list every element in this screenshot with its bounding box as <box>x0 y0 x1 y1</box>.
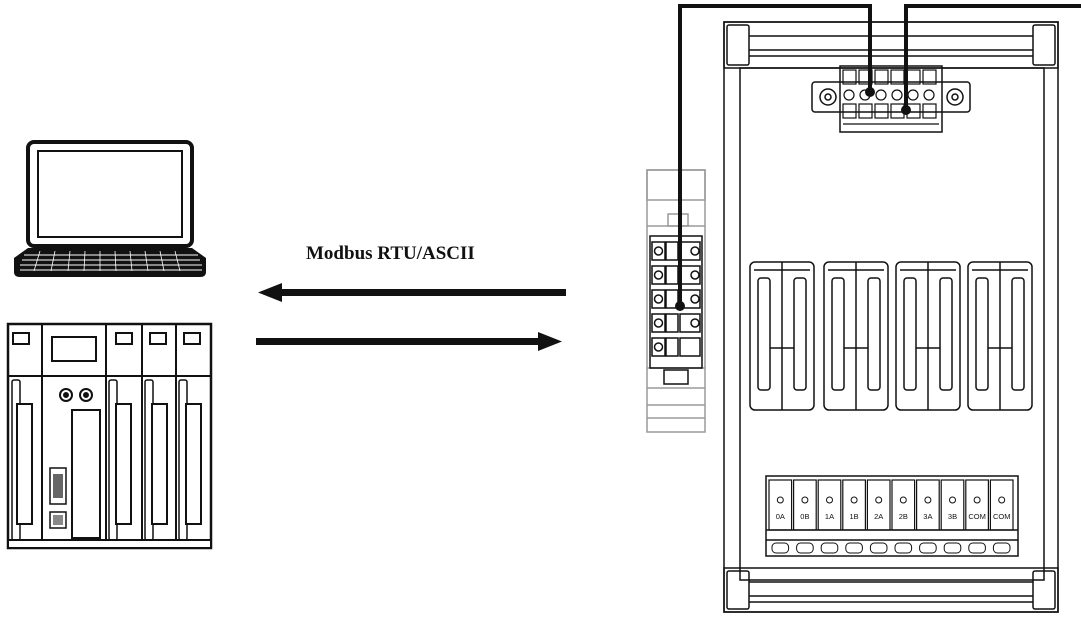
terminal-label: COM <box>968 512 986 521</box>
relay-3 <box>967 261 1033 411</box>
terminal-label: 2A <box>874 512 883 521</box>
terminal-9: COM <box>989 479 1014 554</box>
request-arrow <box>256 332 562 351</box>
terminal-label: COM <box>993 512 1011 521</box>
terminal-2: 1A <box>817 479 842 554</box>
terminal-label: 3A <box>923 512 932 521</box>
wire-a-end <box>865 87 875 97</box>
relay-terminal-block: 0A 0B 1A 1B 2A 2B 3A 3B COM COM <box>768 479 1014 554</box>
relay-module-icon <box>723 21 1059 613</box>
protocol-label: Modbus RTU/ASCII <box>306 243 475 264</box>
side-terminal-block-icon <box>646 169 706 433</box>
wire-a <box>678 4 872 306</box>
terminal-label: 0B <box>800 512 809 521</box>
terminal-8: COM <box>965 479 989 554</box>
relay-1 <box>823 261 889 411</box>
terminal-label: 1B <box>850 512 859 521</box>
relay-0 <box>749 261 815 411</box>
terminal-7: 3B <box>940 479 965 554</box>
response-arrow <box>258 283 566 302</box>
terminal-1: 0B <box>792 479 817 554</box>
wire-b <box>904 4 1081 110</box>
wire-b-contact <box>901 105 911 115</box>
laptop-icon <box>14 140 206 277</box>
plc-rack-icon <box>6 322 213 550</box>
terminal-4: 2A <box>866 479 891 554</box>
terminal-6: 3A <box>915 479 940 554</box>
terminal-3: 1B <box>842 479 866 554</box>
terminal-label: 3B <box>948 512 957 521</box>
terminal-label: 0A <box>776 512 785 521</box>
terminal-label: 2B <box>899 512 908 521</box>
terminal-0: 0A <box>768 479 793 554</box>
terminal-5: 2B <box>891 479 916 554</box>
wire-a-contact <box>675 301 685 311</box>
terminal-label: 1A <box>825 512 834 521</box>
relay-2 <box>895 261 961 411</box>
